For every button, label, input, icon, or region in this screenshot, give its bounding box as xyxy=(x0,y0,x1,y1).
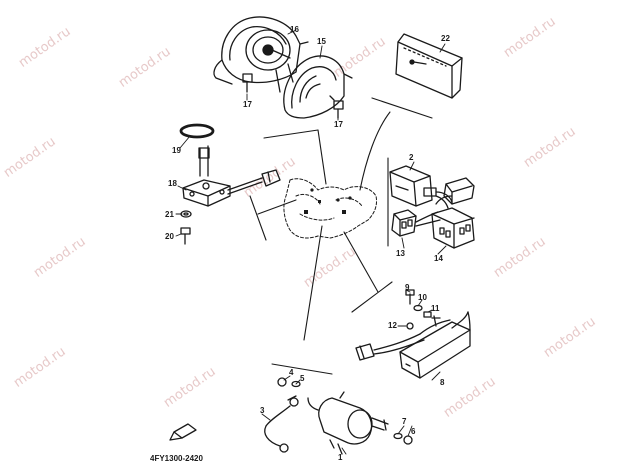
callout-2: 2 xyxy=(409,153,414,162)
callout-4: 4 xyxy=(289,368,294,377)
callout-5: 5 xyxy=(300,374,305,383)
callout-8: 8 xyxy=(440,378,445,387)
callout-19: 19 xyxy=(172,146,181,155)
callout-12: 12 xyxy=(388,321,397,330)
nut-6 xyxy=(403,435,413,445)
callout-17-left: 17 xyxy=(243,100,252,109)
lead-wire-3 xyxy=(264,395,299,453)
flasher-relay-22 xyxy=(395,33,463,99)
callout-leaders xyxy=(175,29,447,455)
callout-22: 22 xyxy=(441,34,450,43)
callout-10: 10 xyxy=(418,293,427,302)
callout-3: 3 xyxy=(260,406,265,415)
fuel-sender-18 xyxy=(182,145,281,207)
gasket-19 xyxy=(179,123,215,139)
collar-11 xyxy=(423,311,432,318)
leader-lines xyxy=(249,97,433,375)
horn-16 xyxy=(213,16,309,93)
frame-outline xyxy=(283,178,377,239)
regulator-8 xyxy=(399,311,471,379)
washer-5 xyxy=(291,380,301,388)
callout-13: 13 xyxy=(396,249,405,258)
regulator-harness xyxy=(355,315,451,361)
callout-16: 16 xyxy=(290,25,299,34)
starter-relay-1 xyxy=(307,391,389,455)
washer-21 xyxy=(180,210,192,218)
frame-mounts xyxy=(304,188,352,214)
screw-20 xyxy=(180,227,191,245)
callout-17-right: 17 xyxy=(334,120,343,129)
callout-11: 11 xyxy=(431,304,440,313)
relay-14 xyxy=(431,195,475,249)
callout-15: 15 xyxy=(317,37,326,46)
nut-12 xyxy=(406,322,414,330)
callout-6: 6 xyxy=(411,427,416,436)
bolt-17-right xyxy=(333,100,344,119)
callout-18: 18 xyxy=(168,179,177,188)
callout-7: 7 xyxy=(402,417,407,426)
bolt-9 xyxy=(405,289,415,305)
callout-14: 14 xyxy=(434,254,443,263)
bolt-17-left xyxy=(242,73,253,93)
horn-15 xyxy=(283,55,353,119)
callout-20: 20 xyxy=(165,232,174,241)
callout-1: 1 xyxy=(338,453,343,462)
relay-2 xyxy=(389,165,475,209)
part-code: 4FY1300-2420 xyxy=(150,454,203,463)
callout-21: 21 xyxy=(165,210,174,219)
callout-labels: 1 2 3 4 5 6 7 8 9 10 11 12 13 14 15 16 1… xyxy=(165,25,450,462)
nut-4 xyxy=(277,377,287,387)
front-arrow-icon xyxy=(169,423,197,441)
callout-9: 9 xyxy=(405,283,410,292)
